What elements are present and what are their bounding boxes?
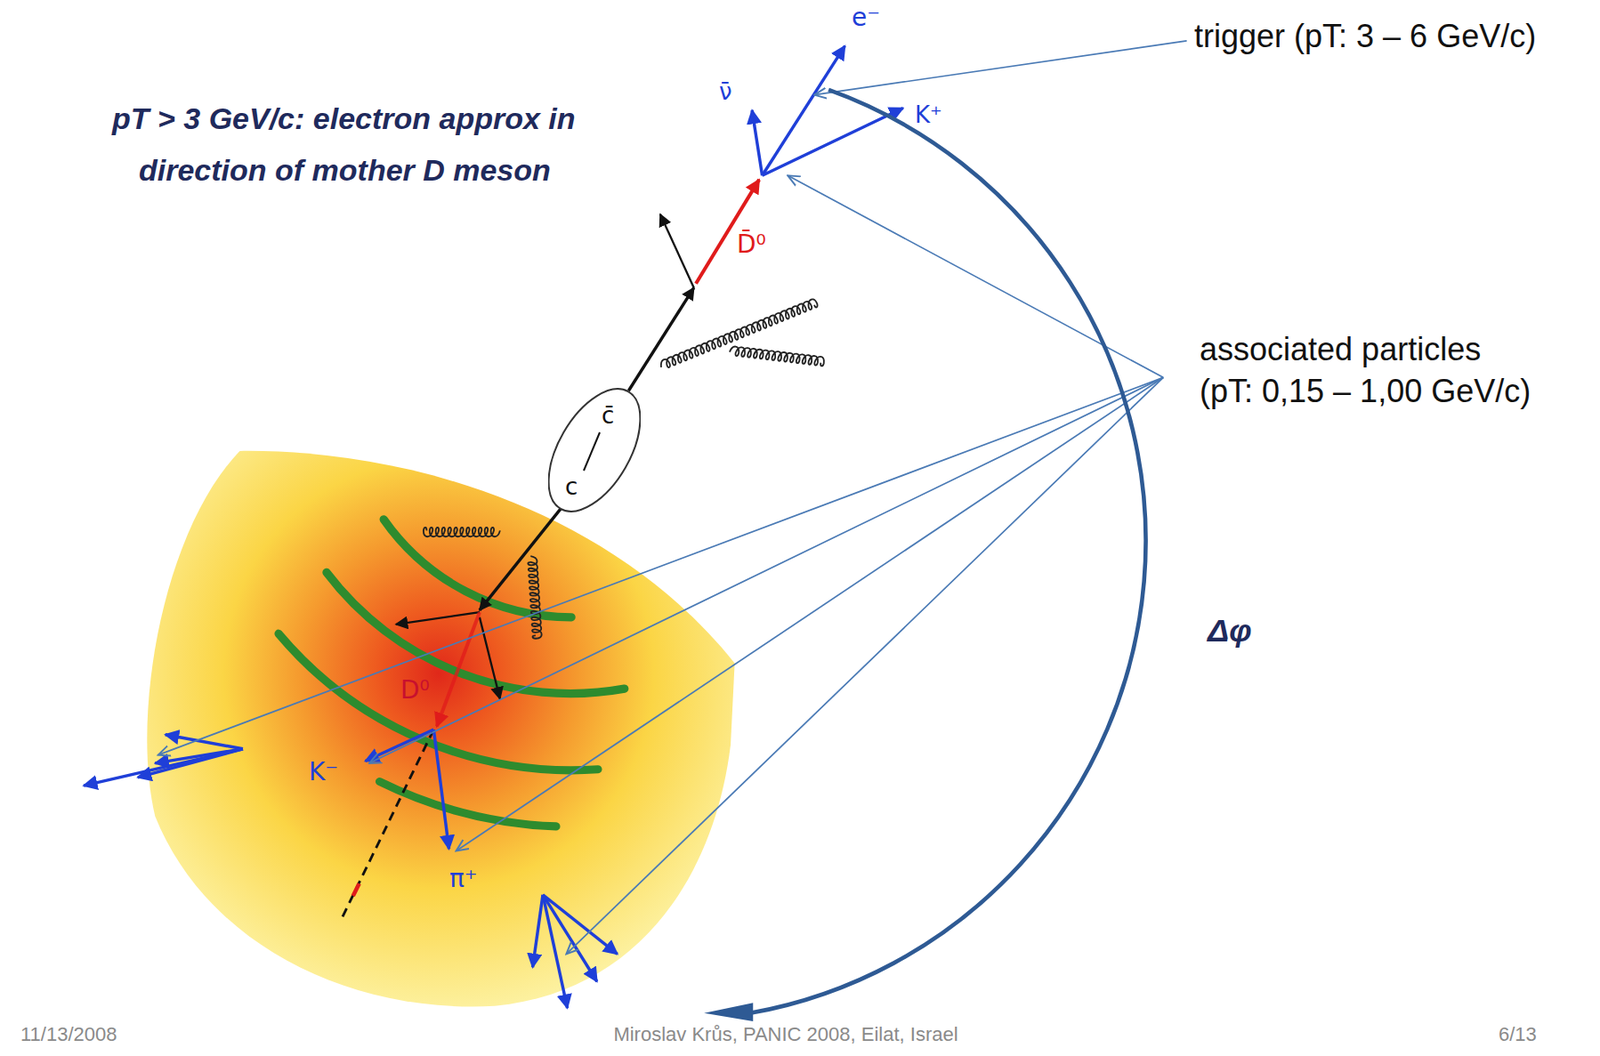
kaon-arrow <box>762 108 904 177</box>
ellipse-shape <box>548 387 641 513</box>
jet-fragment-arrow <box>165 735 243 750</box>
shock-wave-arc <box>383 519 572 618</box>
jet-fragment-arrow <box>542 895 568 1009</box>
red-mark <box>353 883 360 897</box>
quark-label: c̄ <box>601 404 615 428</box>
footer-author: Miroslav Krůs, PANIC 2008, Eilat, Israel <box>610 1023 961 1046</box>
ellipse-outline <box>548 387 641 513</box>
particle-label: D⁰ <box>400 676 430 705</box>
trigger-label: trigger (pT: 3 – 6 GeV/c) <box>1194 17 1536 55</box>
shock-wave-arc <box>278 633 598 771</box>
delta-phi-arrowhead <box>703 1002 753 1022</box>
jet-fragment-arrow <box>533 895 543 968</box>
recoil-arrow <box>479 617 501 700</box>
recoil-arrow <box>660 214 695 289</box>
leader-line <box>158 377 1164 755</box>
pair-link <box>583 432 600 471</box>
jet-fragment-arrow <box>137 749 243 778</box>
gluon-line <box>527 556 542 639</box>
leader-line <box>814 40 1188 96</box>
illustration-part <box>278 519 625 827</box>
particle-label: D̄⁰ <box>736 230 767 259</box>
quark-label: c <box>565 475 578 499</box>
particle-label: K⁺ <box>914 102 943 130</box>
particle-label: ν̄ <box>719 79 733 106</box>
dashed-track <box>341 729 434 919</box>
gluon-line <box>423 527 501 537</box>
leader-line <box>369 377 1164 764</box>
gluon-line <box>728 346 825 367</box>
charm-quark-track <box>479 508 562 611</box>
jet-fragment-arrow <box>83 749 243 786</box>
kaon-arrow <box>365 729 435 762</box>
illustration-part <box>341 214 695 919</box>
footer-page: 6/13 <box>1498 1023 1537 1046</box>
delta-phi-arc <box>750 89 1147 1014</box>
recoil-arrow <box>395 612 480 625</box>
illustration-part <box>83 46 904 1009</box>
particle-label: K⁻ <box>308 758 339 787</box>
angle-label: Δφ <box>1207 612 1253 649</box>
note-text: pT > 3 GeV/c: electron approx in directi… <box>112 92 638 196</box>
associated-label: associated particles (pT: 0,15 – 1,00 Ge… <box>1199 329 1540 413</box>
quark-pair-ellipse: c̄ c <box>548 387 641 513</box>
neutrino-arrow <box>751 110 762 176</box>
d-meson-arrow <box>436 612 480 727</box>
particle-label: π⁺ <box>449 864 478 894</box>
footer-date: 11/13/2008 <box>20 1023 117 1046</box>
illustration-part <box>423 298 825 639</box>
charm-quark-track <box>628 287 694 391</box>
gluon-line <box>658 298 818 371</box>
leader-line <box>565 377 1164 954</box>
particle-label: e⁻ <box>851 3 881 33</box>
pion-arrow <box>433 729 449 849</box>
